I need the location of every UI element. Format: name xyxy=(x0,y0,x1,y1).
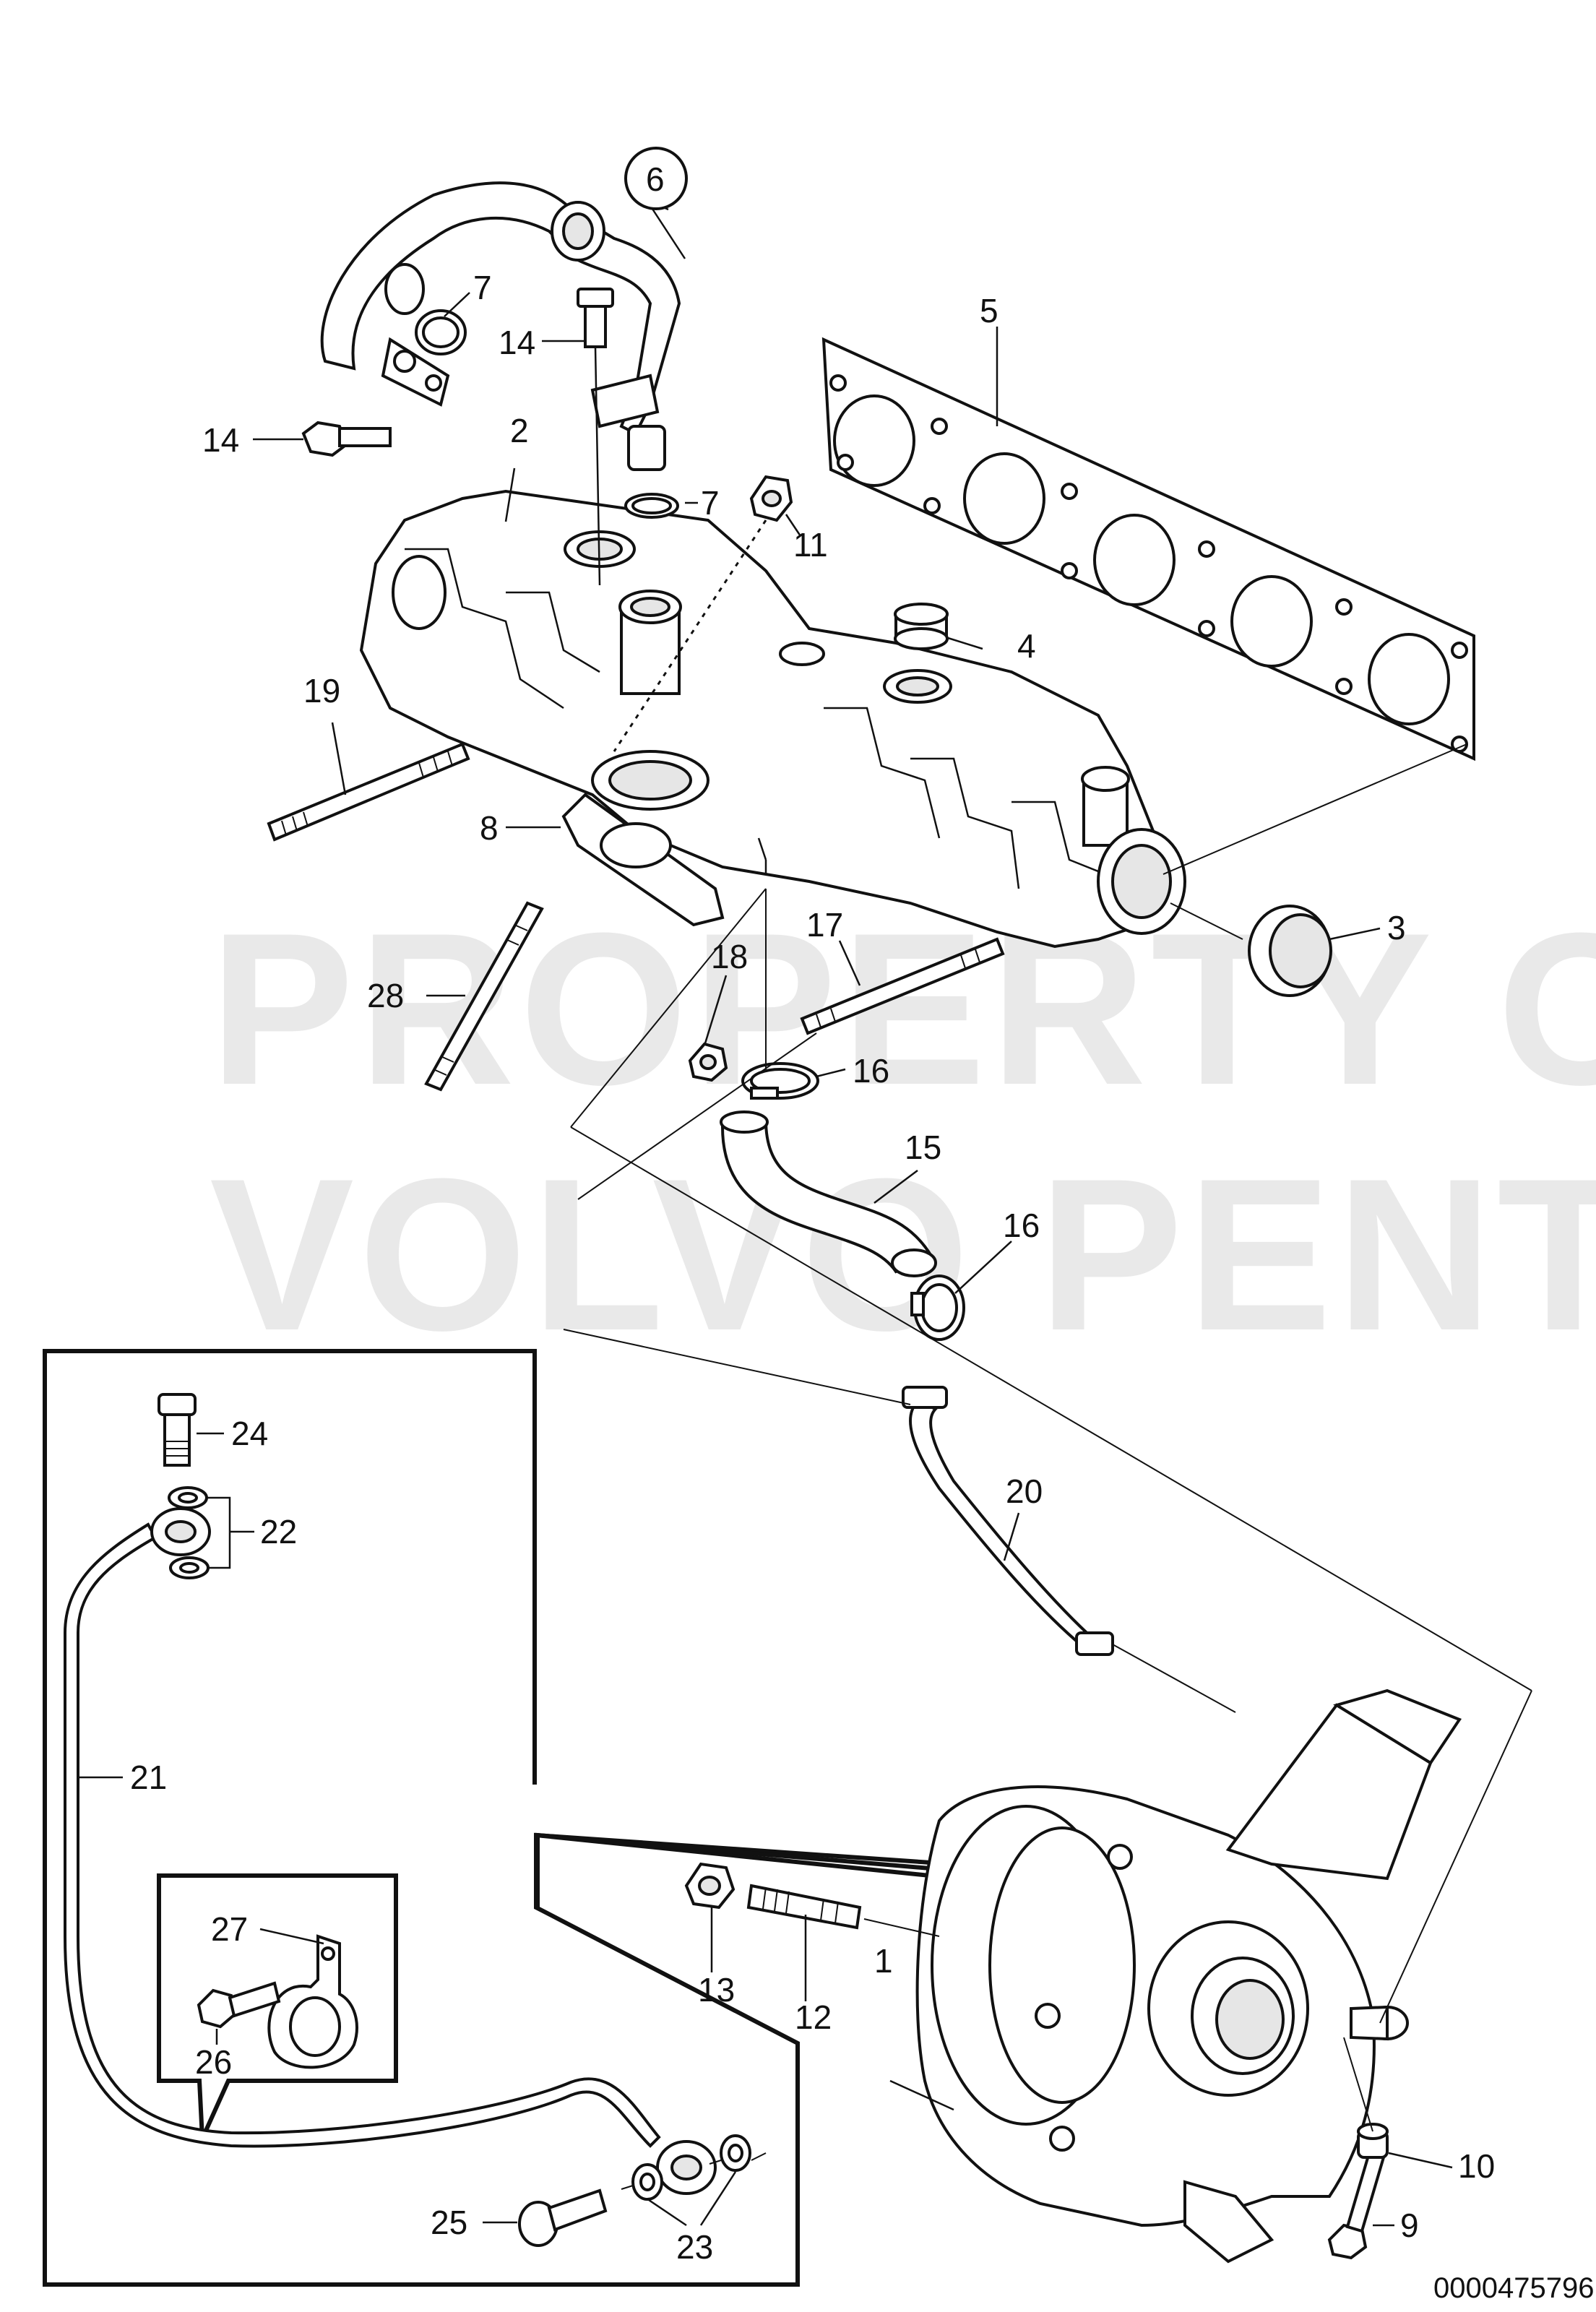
leader-lines xyxy=(78,199,1453,2227)
hose-clamp-16-lower xyxy=(910,1274,965,1341)
washer-23-right xyxy=(720,2134,751,2172)
banjo-fitting-upper xyxy=(150,1507,211,1556)
turbocharger xyxy=(915,1688,1462,2264)
sealing-sleeve-4 xyxy=(894,603,949,650)
banjo-bolt-25 xyxy=(518,2188,608,2247)
callout-21: 21 xyxy=(130,1759,167,1796)
callout-27: 27 xyxy=(211,1910,248,1948)
callout-12: 12 xyxy=(795,1998,832,2036)
callout-16-upper: 16 xyxy=(853,1052,889,1090)
o-ring-lower xyxy=(624,493,679,519)
callout-3: 3 xyxy=(1387,909,1406,946)
callout-8: 8 xyxy=(480,809,499,847)
oil-feed-pipe-21 xyxy=(64,1522,661,2148)
callout-2: 2 xyxy=(510,412,529,449)
watermark: PROPERTY OF VOLVO PENTA xyxy=(210,887,1596,1376)
callout-10: 10 xyxy=(1458,2147,1495,2185)
flange-gasket-8 xyxy=(561,793,725,927)
sealing-ring-3 xyxy=(1248,905,1332,997)
callout-25: 25 xyxy=(431,2204,467,2241)
banjo-fitting-lower xyxy=(656,2140,717,2195)
callout-circle-6 xyxy=(624,147,688,210)
callout-6: 6 xyxy=(646,160,665,198)
callout-23: 23 xyxy=(676,2228,713,2266)
oil-return-pipe-20 xyxy=(902,1386,1114,1656)
nut-13 xyxy=(684,1862,736,1910)
callout-4: 4 xyxy=(1017,627,1036,665)
callout-16-lower: 16 xyxy=(1003,1207,1040,1244)
manifold-gasket xyxy=(821,337,1475,762)
callout-19: 19 xyxy=(303,672,340,709)
callout-15: 15 xyxy=(905,1129,941,1166)
bolt-14-upper xyxy=(577,288,614,586)
coolant-pipe-assembly xyxy=(320,181,681,471)
callout-24: 24 xyxy=(231,1415,268,1452)
callout-labels: 1 2 3 4 5 6 7 7 8 9 10 11 12 13 14 14 15… xyxy=(130,160,1495,2266)
callout-9: 9 xyxy=(1400,2207,1419,2244)
callout-14-lower: 14 xyxy=(202,421,239,459)
pipe-clamp-27 xyxy=(267,1934,358,2069)
inset-frame-turbo-stud xyxy=(535,1832,1084,1907)
callout-18: 18 xyxy=(711,938,748,975)
washer-22-upper xyxy=(168,1486,208,1509)
callout-13: 13 xyxy=(698,1971,735,2009)
nut-18 xyxy=(688,1042,728,1082)
o-ring-upper xyxy=(415,309,467,355)
callout-17: 17 xyxy=(806,906,843,944)
callout-1: 1 xyxy=(874,1942,893,1980)
callout-14-upper: 14 xyxy=(499,324,535,361)
stud-28 xyxy=(424,901,544,1092)
stud-17 xyxy=(800,937,1005,1035)
callout-7-lower: 7 xyxy=(701,484,720,522)
bolt-14-lower xyxy=(301,420,392,457)
callout-7-upper: 7 xyxy=(473,269,492,306)
assembly-lines xyxy=(570,519,1532,2132)
document-number: 0000475796 xyxy=(1433,2272,1594,2304)
callout-28: 28 xyxy=(367,977,404,1014)
callout-11: 11 xyxy=(793,526,828,564)
stud-19 xyxy=(267,742,470,842)
washer-23-left xyxy=(631,2163,663,2201)
washer-22-lower xyxy=(169,1556,210,1579)
bolt-26 xyxy=(197,1981,281,2029)
callout-26: 26 xyxy=(195,2043,232,2081)
callout-20: 20 xyxy=(1006,1472,1043,1510)
hose-clamp-16-upper xyxy=(741,1062,819,1100)
callout-22: 22 xyxy=(260,1513,297,1550)
nut-11 xyxy=(749,475,793,522)
detail-callout-box xyxy=(157,1873,398,2140)
banjo-bolt-24 xyxy=(158,1393,197,1467)
stud-12 xyxy=(746,1884,862,1930)
hose-15 xyxy=(720,1110,937,1277)
callout-5: 5 xyxy=(980,292,998,329)
